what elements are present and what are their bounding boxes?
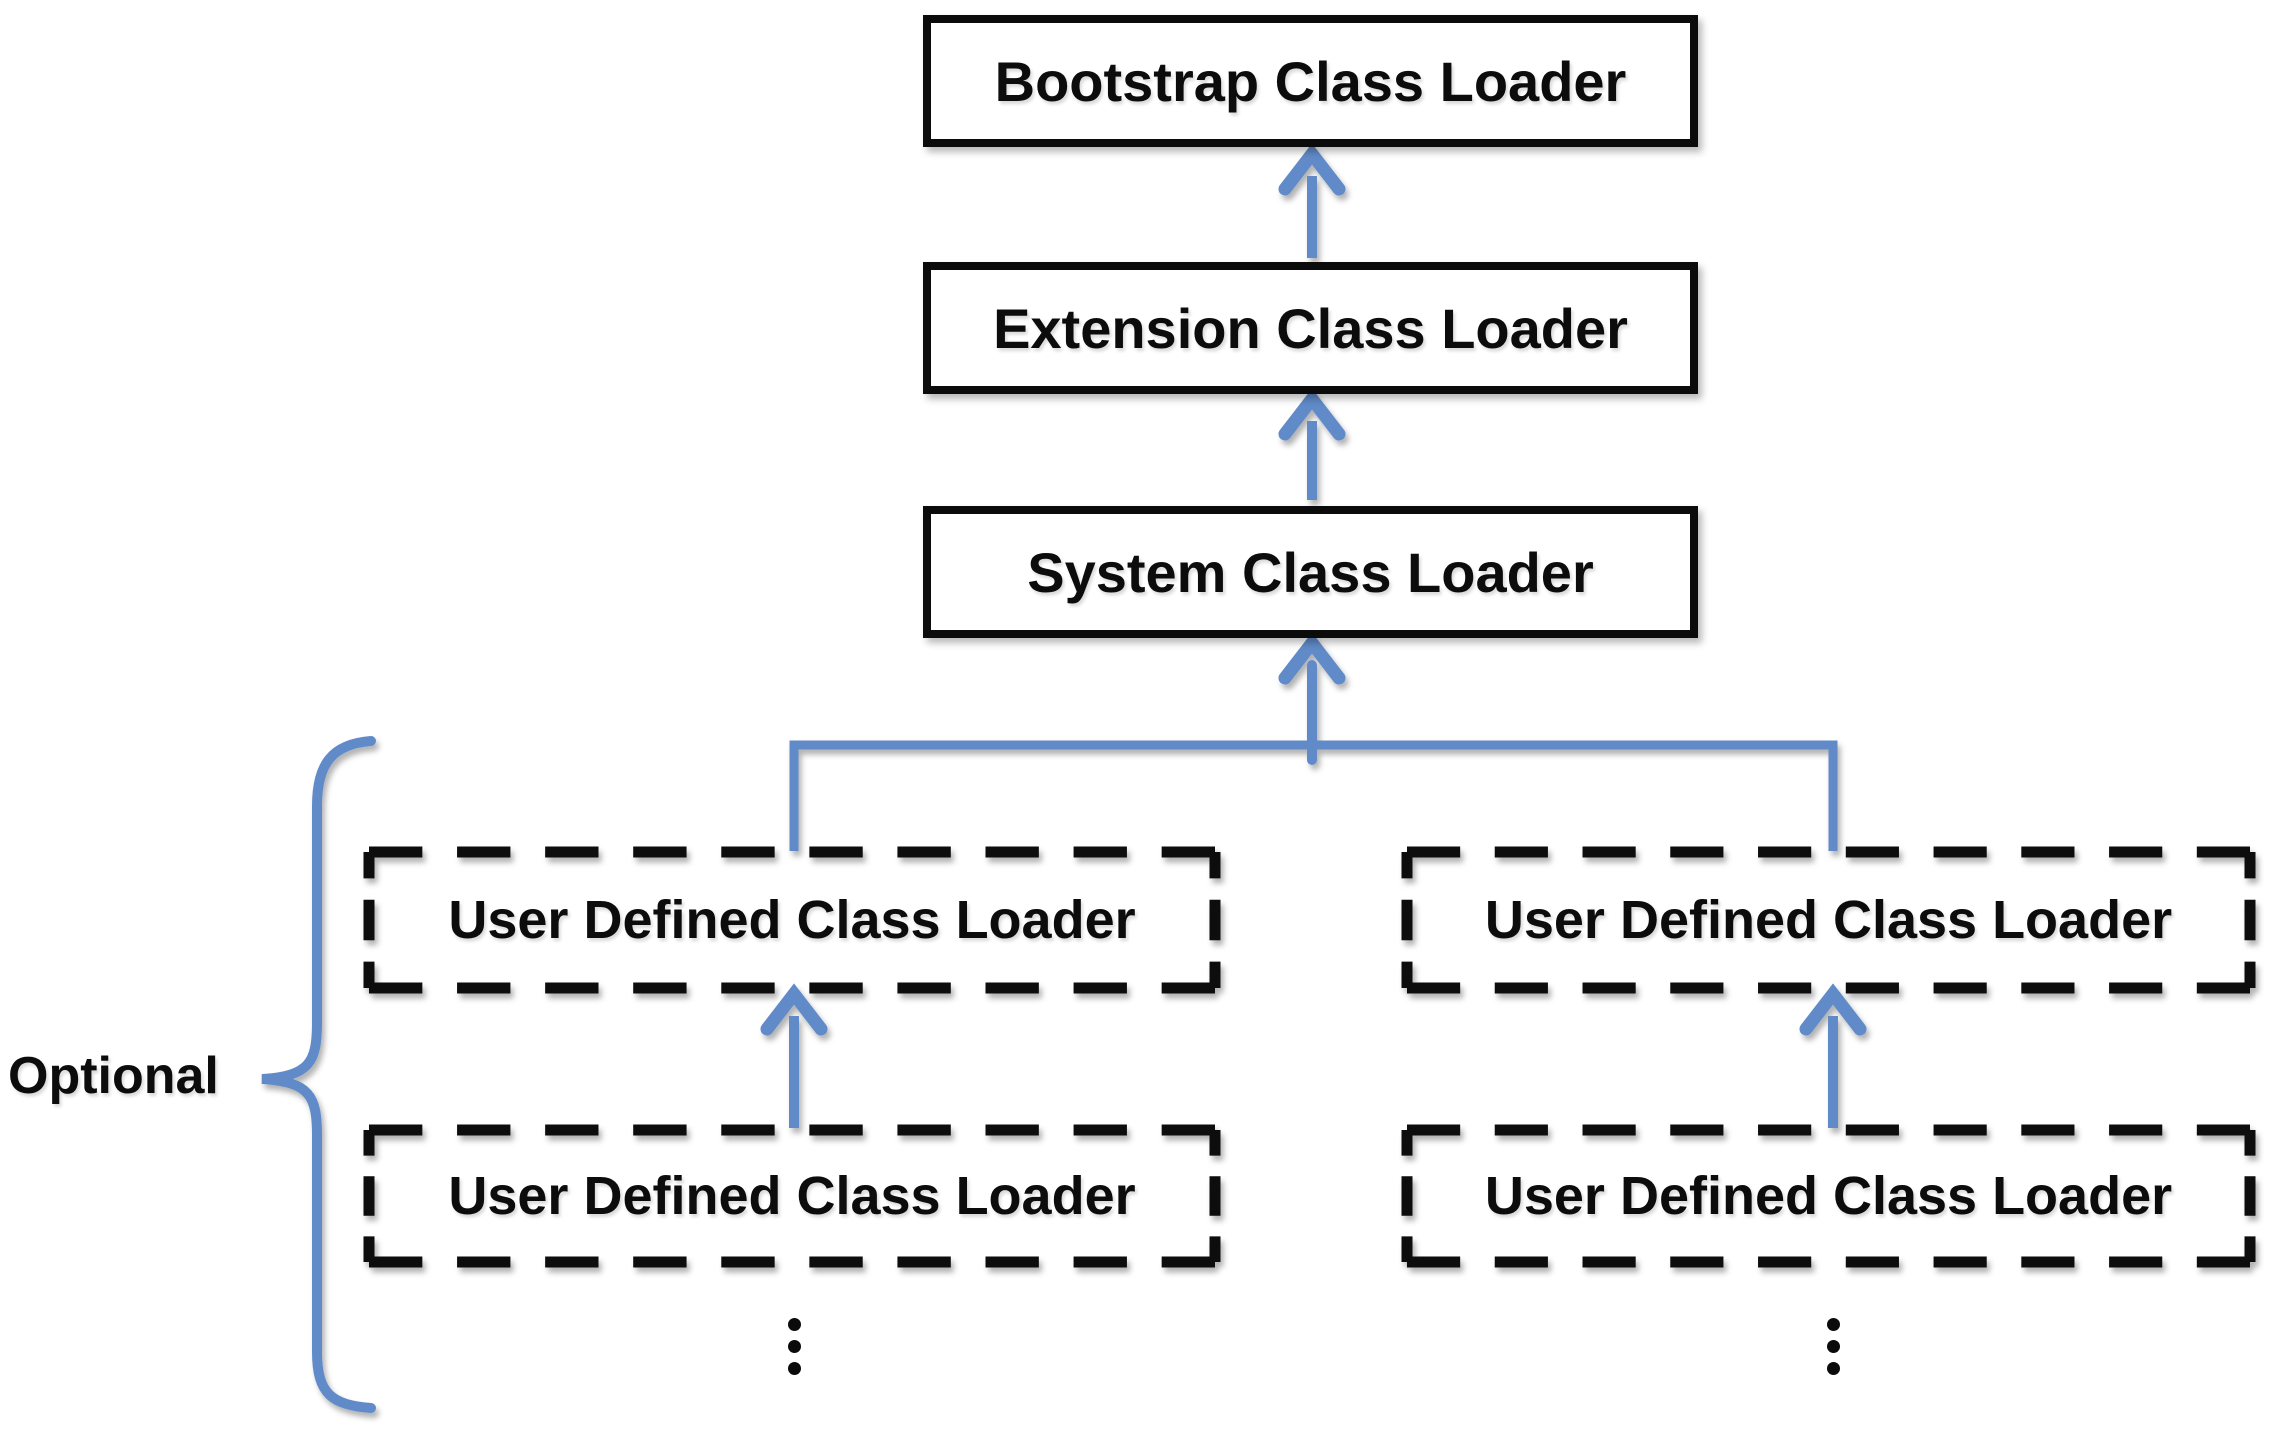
box-system-class-loader: System Class Loader <box>923 506 1698 638</box>
ellipsis-left-icon <box>788 1318 801 1375</box>
ellipsis-dot <box>788 1362 801 1375</box>
ellipsis-dot <box>788 1318 801 1331</box>
user-defined-left-child-label: User Defined Class Loader <box>448 1166 1136 1226</box>
box-bootstrap-class-loader: Bootstrap Class Loader <box>923 15 1698 147</box>
user-defined-left-parent-label: User Defined Class Loader <box>448 890 1136 950</box>
arrow-left-child-to-parent <box>760 983 828 1128</box>
dashed-border-user-defined-right-child <box>1401 1124 2256 1268</box>
ellipsis-dot <box>788 1340 801 1353</box>
arrow-extension-to-bootstrap <box>1278 143 1346 258</box>
box-user-defined-right-child: User Defined Class Loader <box>1407 1130 2250 1262</box>
dashed-border-user-defined-left-parent <box>363 846 1221 994</box>
box-user-defined-right-parent: User Defined Class Loader <box>1407 852 2250 988</box>
arrow-right-child-to-parent <box>1799 983 1867 1128</box>
user-defined-right-parent-label: User Defined Class Loader <box>1484 890 2173 950</box>
dashed-border-user-defined-left-child <box>363 1124 1221 1268</box>
ellipsis-dot <box>1827 1362 1840 1375</box>
ellipsis-dot <box>1827 1340 1840 1353</box>
box-extension-label: Extension Class Loader <box>993 296 1628 360</box>
optional-brace <box>261 736 376 1413</box>
box-bootstrap-label: Bootstrap Class Loader <box>994 49 1627 113</box>
arrow-connector-to-system <box>1278 632 1346 765</box>
box-system-label: System Class Loader <box>1027 540 1594 604</box>
box-extension-class-loader: Extension Class Loader <box>923 262 1698 394</box>
box-user-defined-left-child: User Defined Class Loader <box>369 1130 1215 1262</box>
ellipsis-right-icon <box>1827 1318 1840 1375</box>
ellipsis-dot <box>1827 1318 1840 1331</box>
arrow-system-to-extension <box>1278 388 1346 500</box>
box-user-defined-left-parent: User Defined Class Loader <box>369 852 1215 988</box>
dashed-border-user-defined-right-parent <box>1401 846 2256 994</box>
optional-label: Optional <box>8 1047 219 1105</box>
user-defined-right-child-label: User Defined Class Loader <box>1484 1166 2173 1226</box>
